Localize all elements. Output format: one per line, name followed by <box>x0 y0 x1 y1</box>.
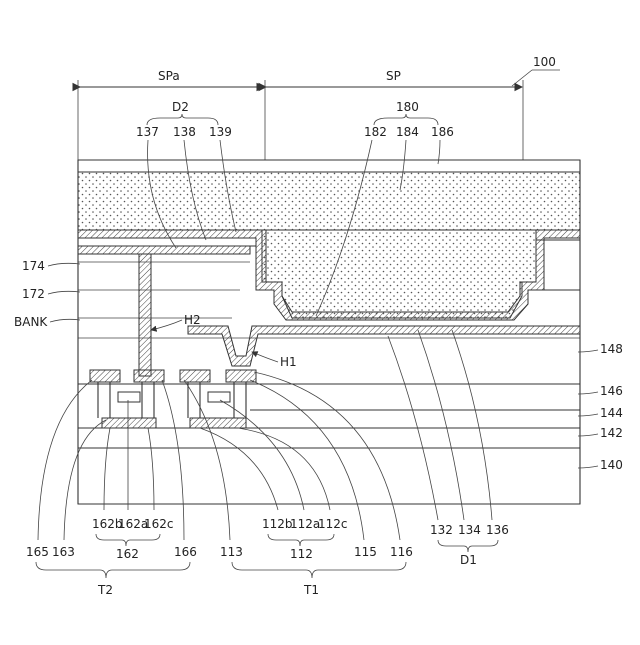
leader-140 <box>578 466 598 468</box>
dotted-filler-well <box>262 230 536 318</box>
label-bank: BANK <box>14 315 48 329</box>
brace-180 <box>374 114 438 125</box>
label-182: 182 <box>364 125 387 139</box>
label-148: 148 <box>600 342 623 356</box>
leader-144 <box>578 414 598 416</box>
t2-source-electrode <box>90 370 120 382</box>
transistor-t1 <box>180 370 256 428</box>
label-162c: 162c <box>144 517 174 531</box>
transistor-t2 <box>90 370 164 428</box>
label-140: 140 <box>600 458 623 472</box>
brace-d2 <box>147 114 218 125</box>
label-165: 165 <box>26 545 49 559</box>
brace-t2 <box>36 562 190 578</box>
brace-162 <box>96 534 160 546</box>
electrode-d2-lower <box>78 238 256 246</box>
leader-h2 <box>151 320 182 330</box>
label-146: 146 <box>600 384 623 398</box>
t2-drain-leg <box>142 382 154 418</box>
label-d1: D1 <box>460 553 477 567</box>
dotted-filler-layer <box>78 172 580 230</box>
label-162: 162 <box>116 547 139 561</box>
brace-t1 <box>232 562 406 578</box>
label-142: 142 <box>600 426 623 440</box>
figure-number: 100 <box>533 55 556 69</box>
electrode-d2-hatch-inner <box>78 246 250 254</box>
label-112a: 112a <box>290 517 320 531</box>
leader-bank <box>50 319 80 322</box>
t1-gate <box>208 392 230 402</box>
label-184: 184 <box>396 125 419 139</box>
label-186: 186 <box>431 125 454 139</box>
label-180: 180 <box>396 100 419 114</box>
label-113: 113 <box>220 545 243 559</box>
label-136: 136 <box>486 523 509 537</box>
leader-h1 <box>252 352 278 362</box>
label-134: 134 <box>458 523 481 537</box>
label-144: 144 <box>600 406 623 420</box>
label-138: 138 <box>173 125 196 139</box>
label-h2: H2 <box>184 313 201 327</box>
leader-142 <box>578 434 598 436</box>
label-174: 174 <box>22 259 45 273</box>
leader-174 <box>48 263 80 266</box>
label-112c: 112c <box>318 517 348 531</box>
t1-source-leg <box>188 382 200 418</box>
label-t1: T1 <box>303 583 319 597</box>
leader-148 <box>578 350 598 352</box>
label-d2: D2 <box>172 100 189 114</box>
label-132: 132 <box>430 523 453 537</box>
anode-d1-layer <box>188 326 580 366</box>
leader-172 <box>48 291 80 294</box>
leader-146 <box>578 392 598 394</box>
label-163: 163 <box>52 545 75 559</box>
figure-number-leader <box>512 70 532 86</box>
brace-112 <box>268 534 334 546</box>
t2-active-layer <box>102 418 156 428</box>
t2-source-leg <box>98 382 110 418</box>
t1-active-layer <box>190 418 246 428</box>
label-112: 112 <box>290 547 313 561</box>
brace-d1 <box>438 540 498 552</box>
label-115: 115 <box>354 545 377 559</box>
label-172: 172 <box>22 287 45 301</box>
via-h2-column <box>139 254 151 376</box>
encapsulation-top-layer <box>78 160 580 172</box>
label-h1: H1 <box>280 355 297 369</box>
region-sp-label: SP <box>386 69 401 83</box>
region-spa-label: SPa <box>158 69 180 83</box>
label-112b: 112b <box>262 517 293 531</box>
label-139: 139 <box>209 125 232 139</box>
t2-drain-electrode <box>134 370 164 382</box>
label-t2: T2 <box>97 583 113 597</box>
label-116: 116 <box>390 545 413 559</box>
t2-gate <box>118 392 140 402</box>
label-166: 166 <box>174 545 197 559</box>
label-137: 137 <box>136 125 159 139</box>
